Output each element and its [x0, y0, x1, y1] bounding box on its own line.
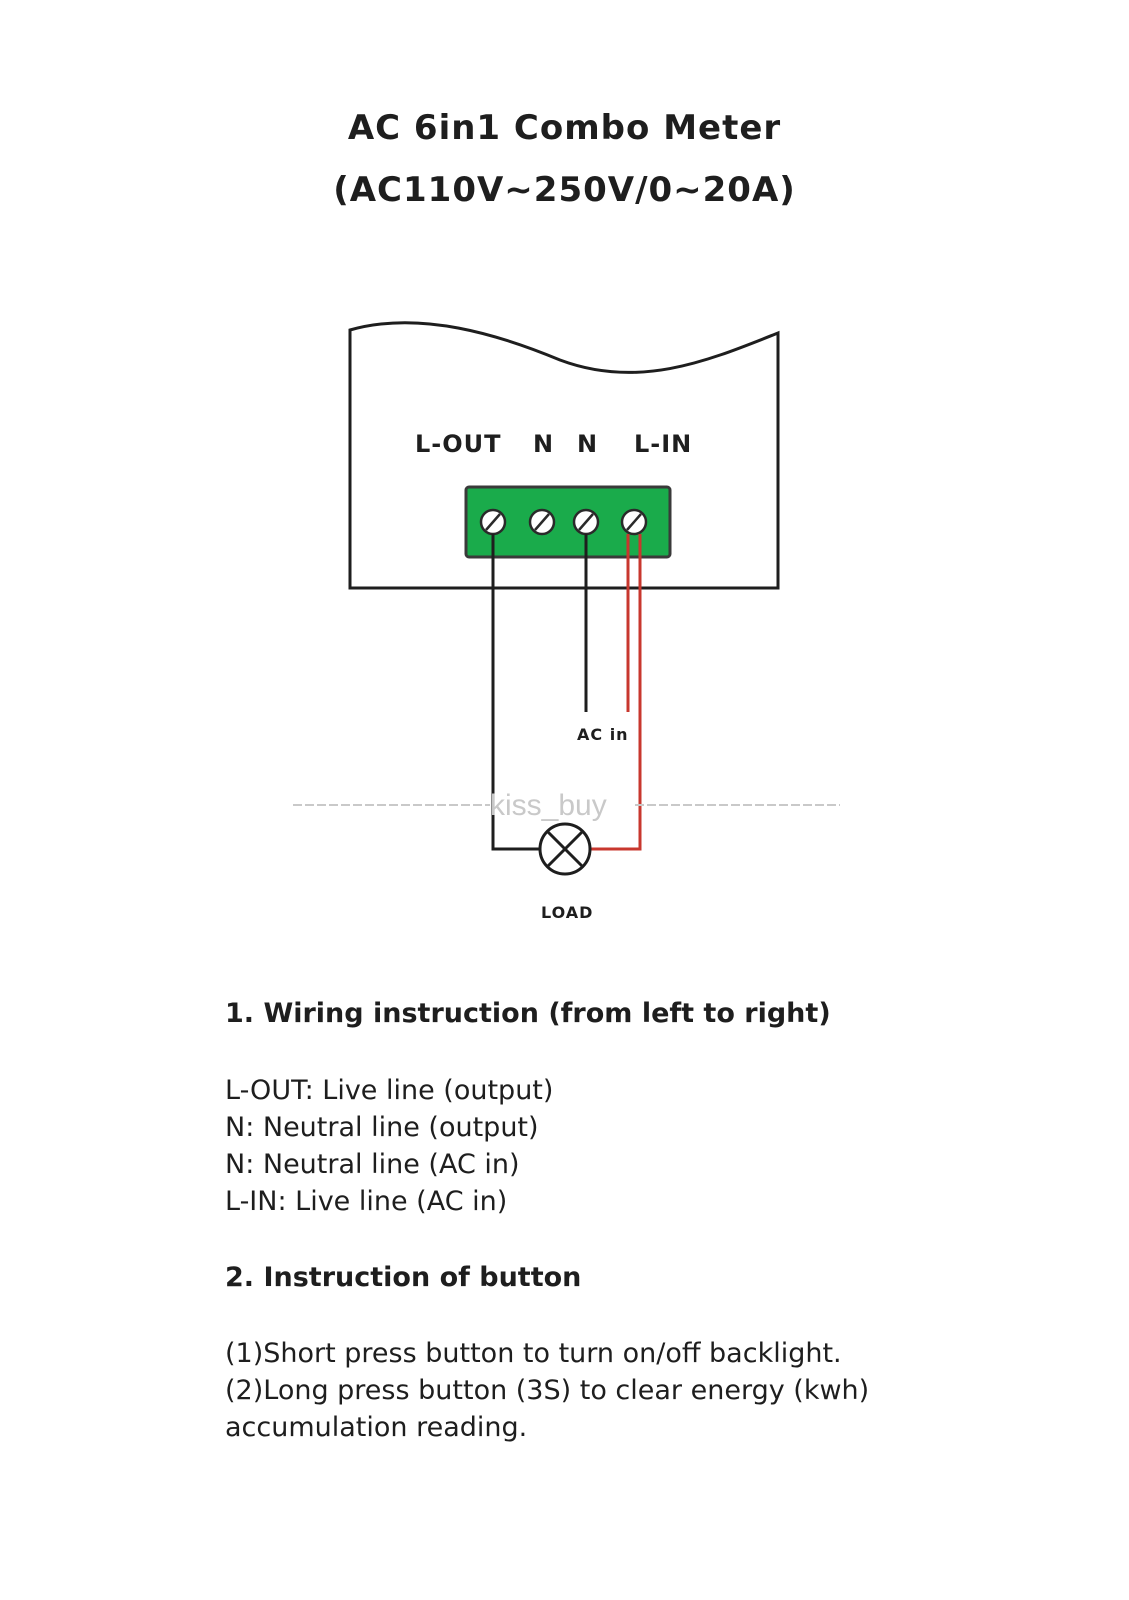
list-item: N: Neutral line (AC in): [225, 1149, 520, 1180]
watermark: kiss_buy: [293, 789, 840, 822]
wiring-instruction-heading: 1. Wiring instruction (from left to righ…: [225, 998, 831, 1029]
list-item: (2)Long press button (3S) to clear energ…: [225, 1375, 870, 1406]
list-item: N: Neutral line (output): [225, 1112, 539, 1143]
screw-terminal-l-out: [479, 508, 507, 536]
terminal-block: [464, 485, 672, 559]
l-out-load-wire: [491, 534, 540, 851]
live-load-wire: [590, 534, 642, 851]
screw-terminal-l-in: [620, 508, 648, 536]
terminal-label-n-output: N: [533, 430, 554, 458]
list-item: L-OUT: Live line (output): [225, 1075, 554, 1106]
terminal-label-l-out: L-OUT: [415, 430, 502, 458]
ac-in-label: AC in: [577, 725, 629, 744]
wiring-instruction-list: L-OUT: Live line (output) N: Neutral lin…: [225, 1072, 553, 1220]
page-subtitle: (AC110V~250V/0~20A): [333, 170, 796, 210]
button-instruction-heading: 2. Instruction of button: [225, 1262, 582, 1293]
button-instruction-list: (1)Short press button to turn on/off bac…: [225, 1335, 869, 1446]
load-lamp-icon: [538, 822, 592, 876]
meter-housing: [348, 321, 780, 590]
terminal-label-l-in: L-IN: [634, 430, 692, 458]
page-title: AC 6in1 Combo Meter: [347, 108, 782, 148]
list-item: L-IN: Live line (AC in): [225, 1186, 508, 1217]
screw-terminal-n-ac-in: [572, 508, 600, 536]
load-label: LOAD: [541, 903, 593, 922]
svg-text:kiss_buy: kiss_buy: [490, 789, 607, 822]
screw-terminal-n-output: [528, 508, 556, 536]
terminal-label-n-ac-in: N: [577, 430, 598, 458]
list-item: accumulation reading.: [225, 1412, 528, 1443]
wiring-diagram: L-OUT N N L-IN AC in kiss_buy LOAD: [293, 321, 840, 922]
list-item: (1)Short press button to turn on/off bac…: [225, 1338, 842, 1369]
